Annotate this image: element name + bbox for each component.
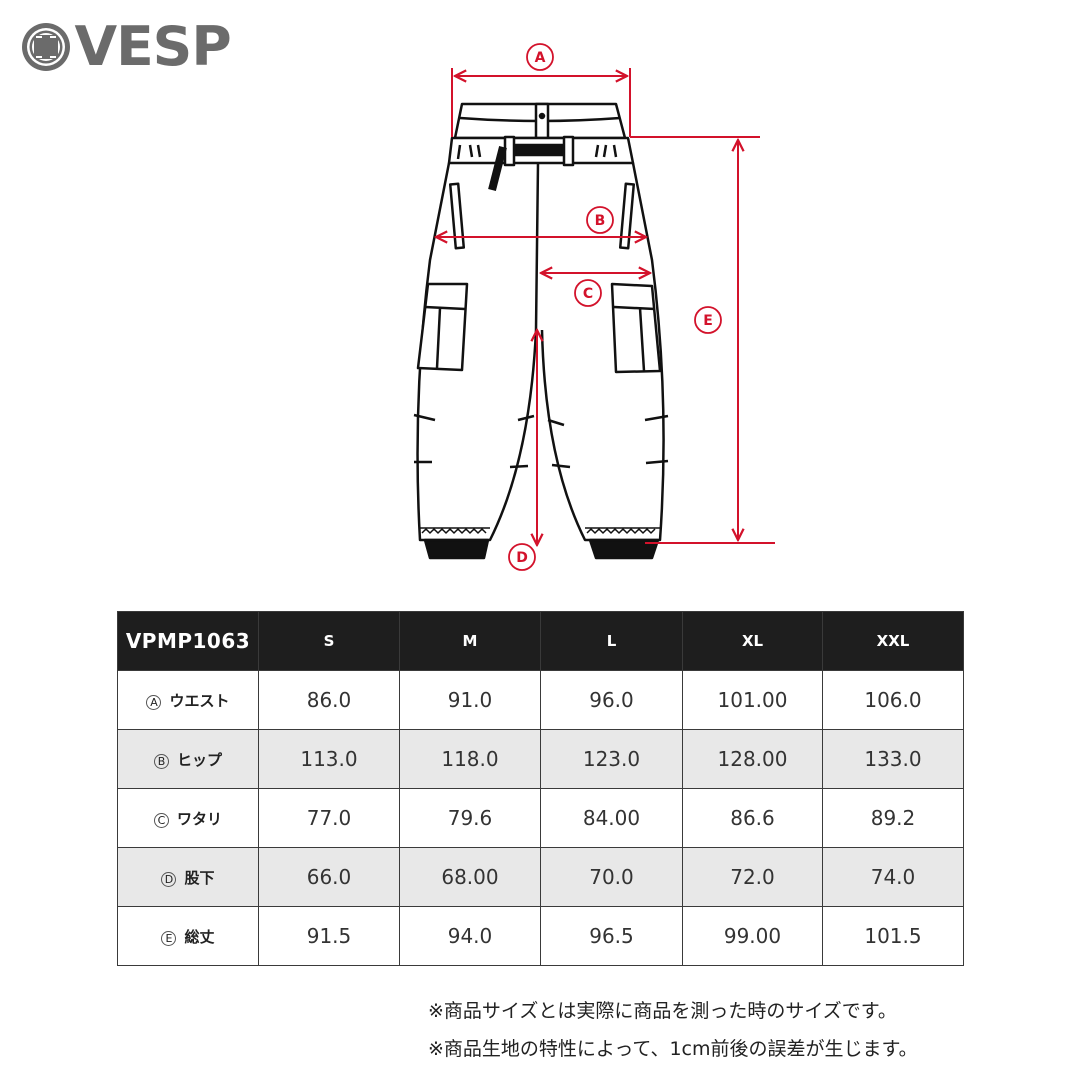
table-cell: 133.0 <box>822 729 964 789</box>
pants-measurement-diagram: A B C D E <box>413 43 775 571</box>
size-header-xxl: XXL <box>822 611 964 671</box>
table-row-total-length: E 総丈 91.5 94.0 96.5 99.00 101.5 <box>117 906 964 966</box>
table-cell: 77.0 <box>258 788 400 848</box>
row-label: A ウエスト <box>117 670 259 730</box>
table-cell: 70.0 <box>540 847 683 907</box>
circled-a-icon: A <box>146 694 162 710</box>
marker-b-label: B <box>595 213 606 229</box>
circled-e-icon: E <box>161 930 177 946</box>
table-row-hip: B ヒップ 113.0 118.0 123.0 128.00 133.0 <box>117 729 964 789</box>
table-cell: 94.0 <box>399 906 541 966</box>
table-cell: 101.5 <box>822 906 964 966</box>
size-header-xl: XL <box>682 611 823 671</box>
model-number: VPMP1063 <box>117 611 259 671</box>
row-label: C ワタリ <box>117 788 259 848</box>
table-cell: 68.00 <box>399 847 541 907</box>
row-label-text: ヒップ <box>176 750 222 769</box>
brand-name: VESP <box>74 15 231 78</box>
table-row-inseam: D 股下 66.0 68.00 70.0 72.0 74.0 <box>117 847 964 907</box>
row-label-text: ウエスト <box>169 691 230 710</box>
measurement-lines <box>436 68 775 545</box>
table-cell: 113.0 <box>258 729 400 789</box>
note-tolerance: ※商品生地の特性によって、1cm前後の誤差が生じます。 <box>428 1038 918 1060</box>
size-chart-table: VPMP1063 S M L XL XXL A ウエスト 86.0 91.0 96… <box>117 611 964 966</box>
table-cell: 96.5 <box>540 906 683 966</box>
table-cell: 89.2 <box>822 788 964 848</box>
row-label: B ヒップ <box>117 729 259 789</box>
measurement-markers: A B C D E <box>508 43 722 571</box>
table-cell: 86.6 <box>682 788 823 848</box>
table-row-thigh: C ワタリ 77.0 79.6 84.00 86.6 89.2 <box>117 788 964 848</box>
table-cell: 79.6 <box>399 788 541 848</box>
row-label: E 総丈 <box>117 906 259 966</box>
size-header-s: S <box>258 611 400 671</box>
table-header-row: VPMP1063 S M L XL XXL <box>117 611 964 671</box>
row-label-text: ワタリ <box>176 809 222 828</box>
row-label-text: 総丈 <box>184 927 215 946</box>
size-notes: ※商品サイズとは実際に商品を測った時のサイズです。 ※商品生地の特性によって、1… <box>428 992 1068 1068</box>
pants-outline <box>413 102 669 560</box>
table-cell: 72.0 <box>682 847 823 907</box>
table-cell: 118.0 <box>399 729 541 789</box>
circled-c-icon: C <box>153 812 169 828</box>
table-cell: 128.00 <box>682 729 823 789</box>
table-cell: 99.00 <box>682 906 823 966</box>
size-header-m: M <box>399 611 541 671</box>
marker-e-label: E <box>703 313 713 329</box>
marker-a-label: A <box>535 50 546 66</box>
table-cell: 96.0 <box>540 670 683 730</box>
table-cell: 84.00 <box>540 788 683 848</box>
table-cell: 106.0 <box>822 670 964 730</box>
table-cell: 91.5 <box>258 906 400 966</box>
brand-logo: VESP <box>20 15 232 78</box>
table-cell: 101.00 <box>682 670 823 730</box>
marker-d-label: D <box>516 550 528 566</box>
note-measurement: ※商品サイズとは実際に商品を測った時のサイズです。 <box>428 1000 897 1022</box>
table-cell: 123.0 <box>540 729 683 789</box>
brand-emblem-icon <box>22 23 70 71</box>
size-header-l: L <box>540 611 683 671</box>
row-label-text: 股下 <box>184 868 215 887</box>
table-cell: 66.0 <box>258 847 400 907</box>
table-cell: 86.0 <box>258 670 400 730</box>
table-cell: 74.0 <box>822 847 964 907</box>
circled-b-icon: B <box>153 753 169 769</box>
table-row-waist: A ウエスト 86.0 91.0 96.0 101.00 106.0 <box>117 670 964 730</box>
circled-d-icon: D <box>161 871 177 887</box>
table-cell: 91.0 <box>399 670 541 730</box>
marker-c-label: C <box>583 286 593 302</box>
row-label: D 股下 <box>117 847 259 907</box>
